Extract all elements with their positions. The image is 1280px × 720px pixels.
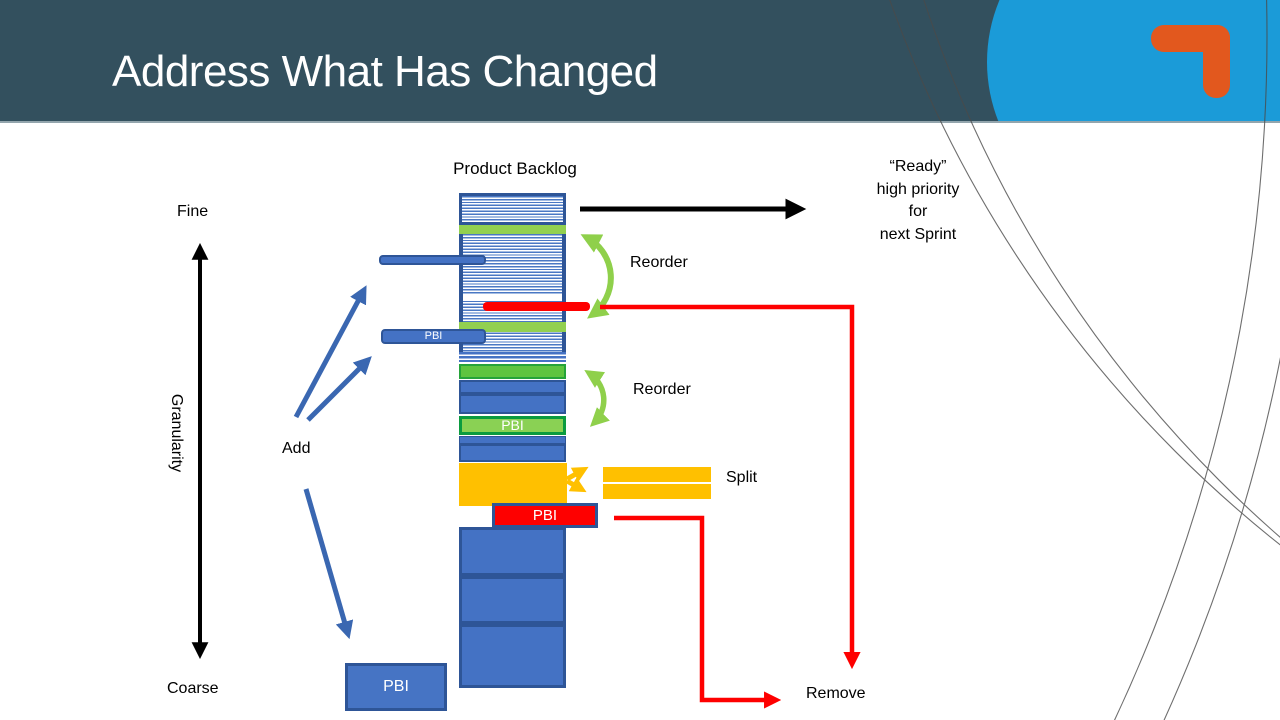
backlog-blue-item-3: [459, 436, 566, 444]
add-arrow-3: [303, 488, 354, 640]
pbi-label: PBI: [383, 678, 409, 695]
product-backlog-stack: PBI: [459, 193, 567, 688]
backlog-fine-items-top: [459, 193, 566, 225]
action-label-reorder-bottom: Reorder: [633, 381, 691, 398]
reorder-arrow-top: [580, 234, 614, 319]
axis-label-fine: Fine: [177, 203, 209, 220]
axis-label-granularity: Granularity: [168, 393, 185, 473]
red-pbi-box: PBI: [492, 503, 598, 528]
product-backlog-title: Product Backlog: [453, 159, 577, 178]
add-arrow-1: [293, 285, 367, 419]
pbi-label: PBI: [501, 417, 524, 433]
logo-arrow-icon: [1151, 25, 1230, 98]
backlog-green-item-3: [459, 364, 566, 379]
pbi-label: PBI: [532, 507, 558, 524]
reorder-arrow-bottom: [584, 369, 610, 427]
floating-blue-bar: [379, 255, 486, 265]
backlog-coarse-item-3: [459, 624, 566, 688]
added-pbi-box: PBI: [345, 663, 447, 711]
ready-note-line: next Sprint: [879, 225, 957, 243]
backlog-coarse-item-1: [459, 527, 566, 576]
backlog-green-item-2: [459, 322, 566, 332]
ready-note-line: for: [908, 203, 928, 220]
corner-circle-decoration: [987, 0, 1280, 121]
add-arrow-2: [306, 356, 372, 422]
split-arrow-2: [565, 477, 587, 493]
backlog-blue-item-4: [459, 444, 566, 462]
split-result-bar-1: [603, 467, 711, 482]
action-label-reorder-top: Reorder: [630, 254, 688, 271]
slide-title: Address What Has Changed: [112, 47, 658, 96]
floating-pbi-bar: PBI: [381, 329, 486, 344]
ready-note-line: “Ready”: [889, 158, 947, 175]
backlog-gap: [463, 294, 562, 301]
backlog-blue-item-2: [459, 394, 566, 414]
backlog-blue-item-1: [459, 380, 566, 394]
backlog-blue-striped-band: [459, 352, 566, 362]
backlog-orange-item-to-split: [459, 463, 567, 506]
backlog-coarse-item-2: [459, 576, 566, 624]
backlog-green-pbi-item: PBI: [459, 416, 566, 435]
pbi-label: PBI: [424, 330, 443, 342]
backlog-green-item-1: [459, 225, 566, 234]
split-result-bar-2: [603, 484, 711, 499]
action-label-add: Add: [282, 440, 311, 457]
ready-note-line: high priority: [876, 180, 960, 198]
remove-path-bottom: [614, 515, 782, 709]
action-label-remove: Remove: [806, 685, 866, 702]
ready-note: “Ready” high priority for next Sprint: [838, 156, 998, 246]
red-item-being-removed: [483, 302, 590, 311]
axis-label-coarse: Coarse: [167, 680, 219, 697]
action-label-split: Split: [726, 469, 758, 486]
split-arrow-1: [565, 466, 589, 482]
